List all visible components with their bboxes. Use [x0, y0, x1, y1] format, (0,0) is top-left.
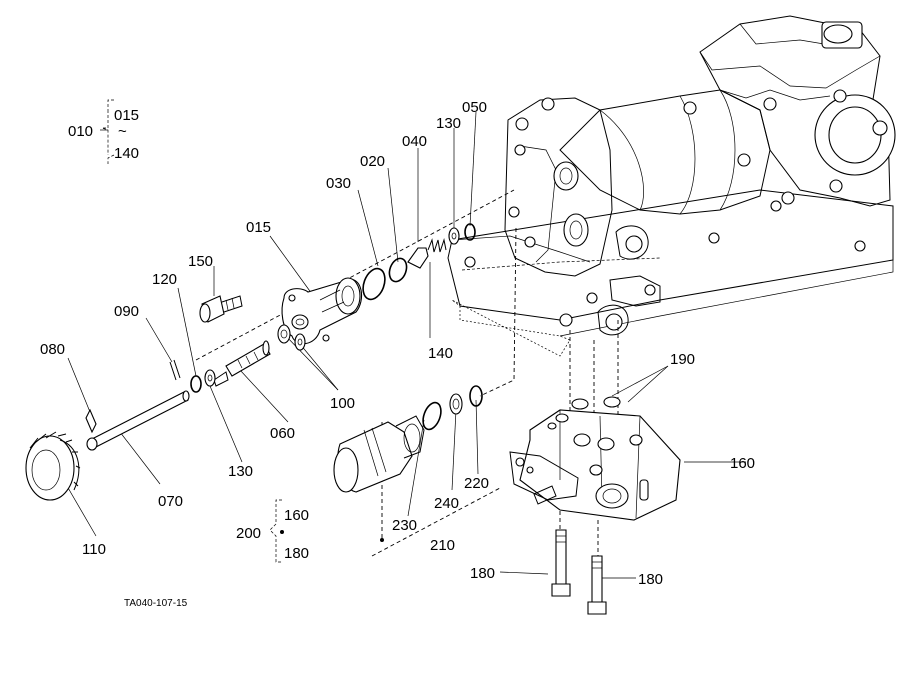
- part-130-washer: [204, 369, 216, 387]
- label-080: 080: [40, 341, 65, 358]
- figure-code: TA040-107-15: [124, 598, 188, 609]
- label-110: 110: [82, 541, 106, 558]
- part-120-ring: [190, 375, 202, 393]
- part-150-bolt: [199, 295, 243, 323]
- part-015-valve-body: [281, 277, 363, 345]
- label-220: 220: [464, 475, 489, 492]
- label-040: 040: [402, 133, 427, 150]
- label-160-group: 160: [284, 507, 309, 524]
- label-060: 060: [270, 425, 295, 442]
- part-080-pin: [85, 408, 97, 434]
- label-015-range: 015: [114, 107, 139, 124]
- part-190-o-rings: [555, 396, 621, 423]
- label-210: 210: [430, 537, 455, 554]
- part-100-washers: [277, 324, 306, 351]
- label-240: 240: [434, 495, 459, 512]
- label-010: 010: [68, 123, 93, 140]
- part-240-washer: [449, 393, 463, 415]
- label-100: 100: [330, 395, 355, 412]
- part-020-o-ring: [388, 257, 408, 283]
- label-130: 130: [228, 463, 253, 480]
- part-040-poppet: [407, 247, 429, 269]
- label-140-range: 140: [114, 145, 139, 162]
- label-050: 050: [462, 99, 487, 116]
- label-190: 190: [670, 351, 695, 368]
- part-230-o-ring: [422, 401, 442, 431]
- label-090: 090: [114, 303, 139, 320]
- label-180-b: 180: [638, 571, 663, 588]
- part-160-valve-block: [509, 409, 681, 521]
- label-160: 160: [730, 455, 755, 472]
- part-220-ring: [469, 385, 483, 407]
- part-210-relief-valve: [333, 415, 425, 542]
- part-180-bolt-a: [551, 529, 571, 597]
- label-230: 230: [392, 517, 417, 534]
- label-030: 030: [326, 175, 351, 192]
- label-070: 070: [158, 493, 183, 510]
- part-030-o-ring: [362, 267, 386, 301]
- label-180-a: 180: [470, 565, 495, 582]
- label-130-top: 130: [436, 115, 461, 132]
- label-120: 120: [152, 271, 177, 288]
- label-020: 020: [360, 153, 385, 170]
- part-180-bolt-b: [587, 555, 607, 615]
- transmission-housing: [447, 15, 896, 357]
- label-015: 015: [246, 219, 271, 236]
- part-060-spool: [213, 340, 271, 387]
- part-130-washer-top: [448, 227, 460, 245]
- part-050-ring: [464, 223, 476, 241]
- leader-lines: [59, 99, 746, 579]
- group-dot: [280, 530, 284, 534]
- label-200: 200: [236, 525, 261, 542]
- label-140: 140: [428, 345, 453, 362]
- part-090-pin: [169, 359, 181, 381]
- part-110-knob: [25, 431, 81, 501]
- part-070-shaft: [86, 390, 190, 451]
- part-140-spring: [427, 238, 447, 253]
- part-labels: 010 015 ~ 140 015 020 030 040 130 050 15…: [40, 99, 755, 609]
- label-150: 150: [188, 253, 213, 270]
- label-range-tilde: ~: [118, 123, 127, 140]
- label-180-group: 180: [284, 545, 309, 562]
